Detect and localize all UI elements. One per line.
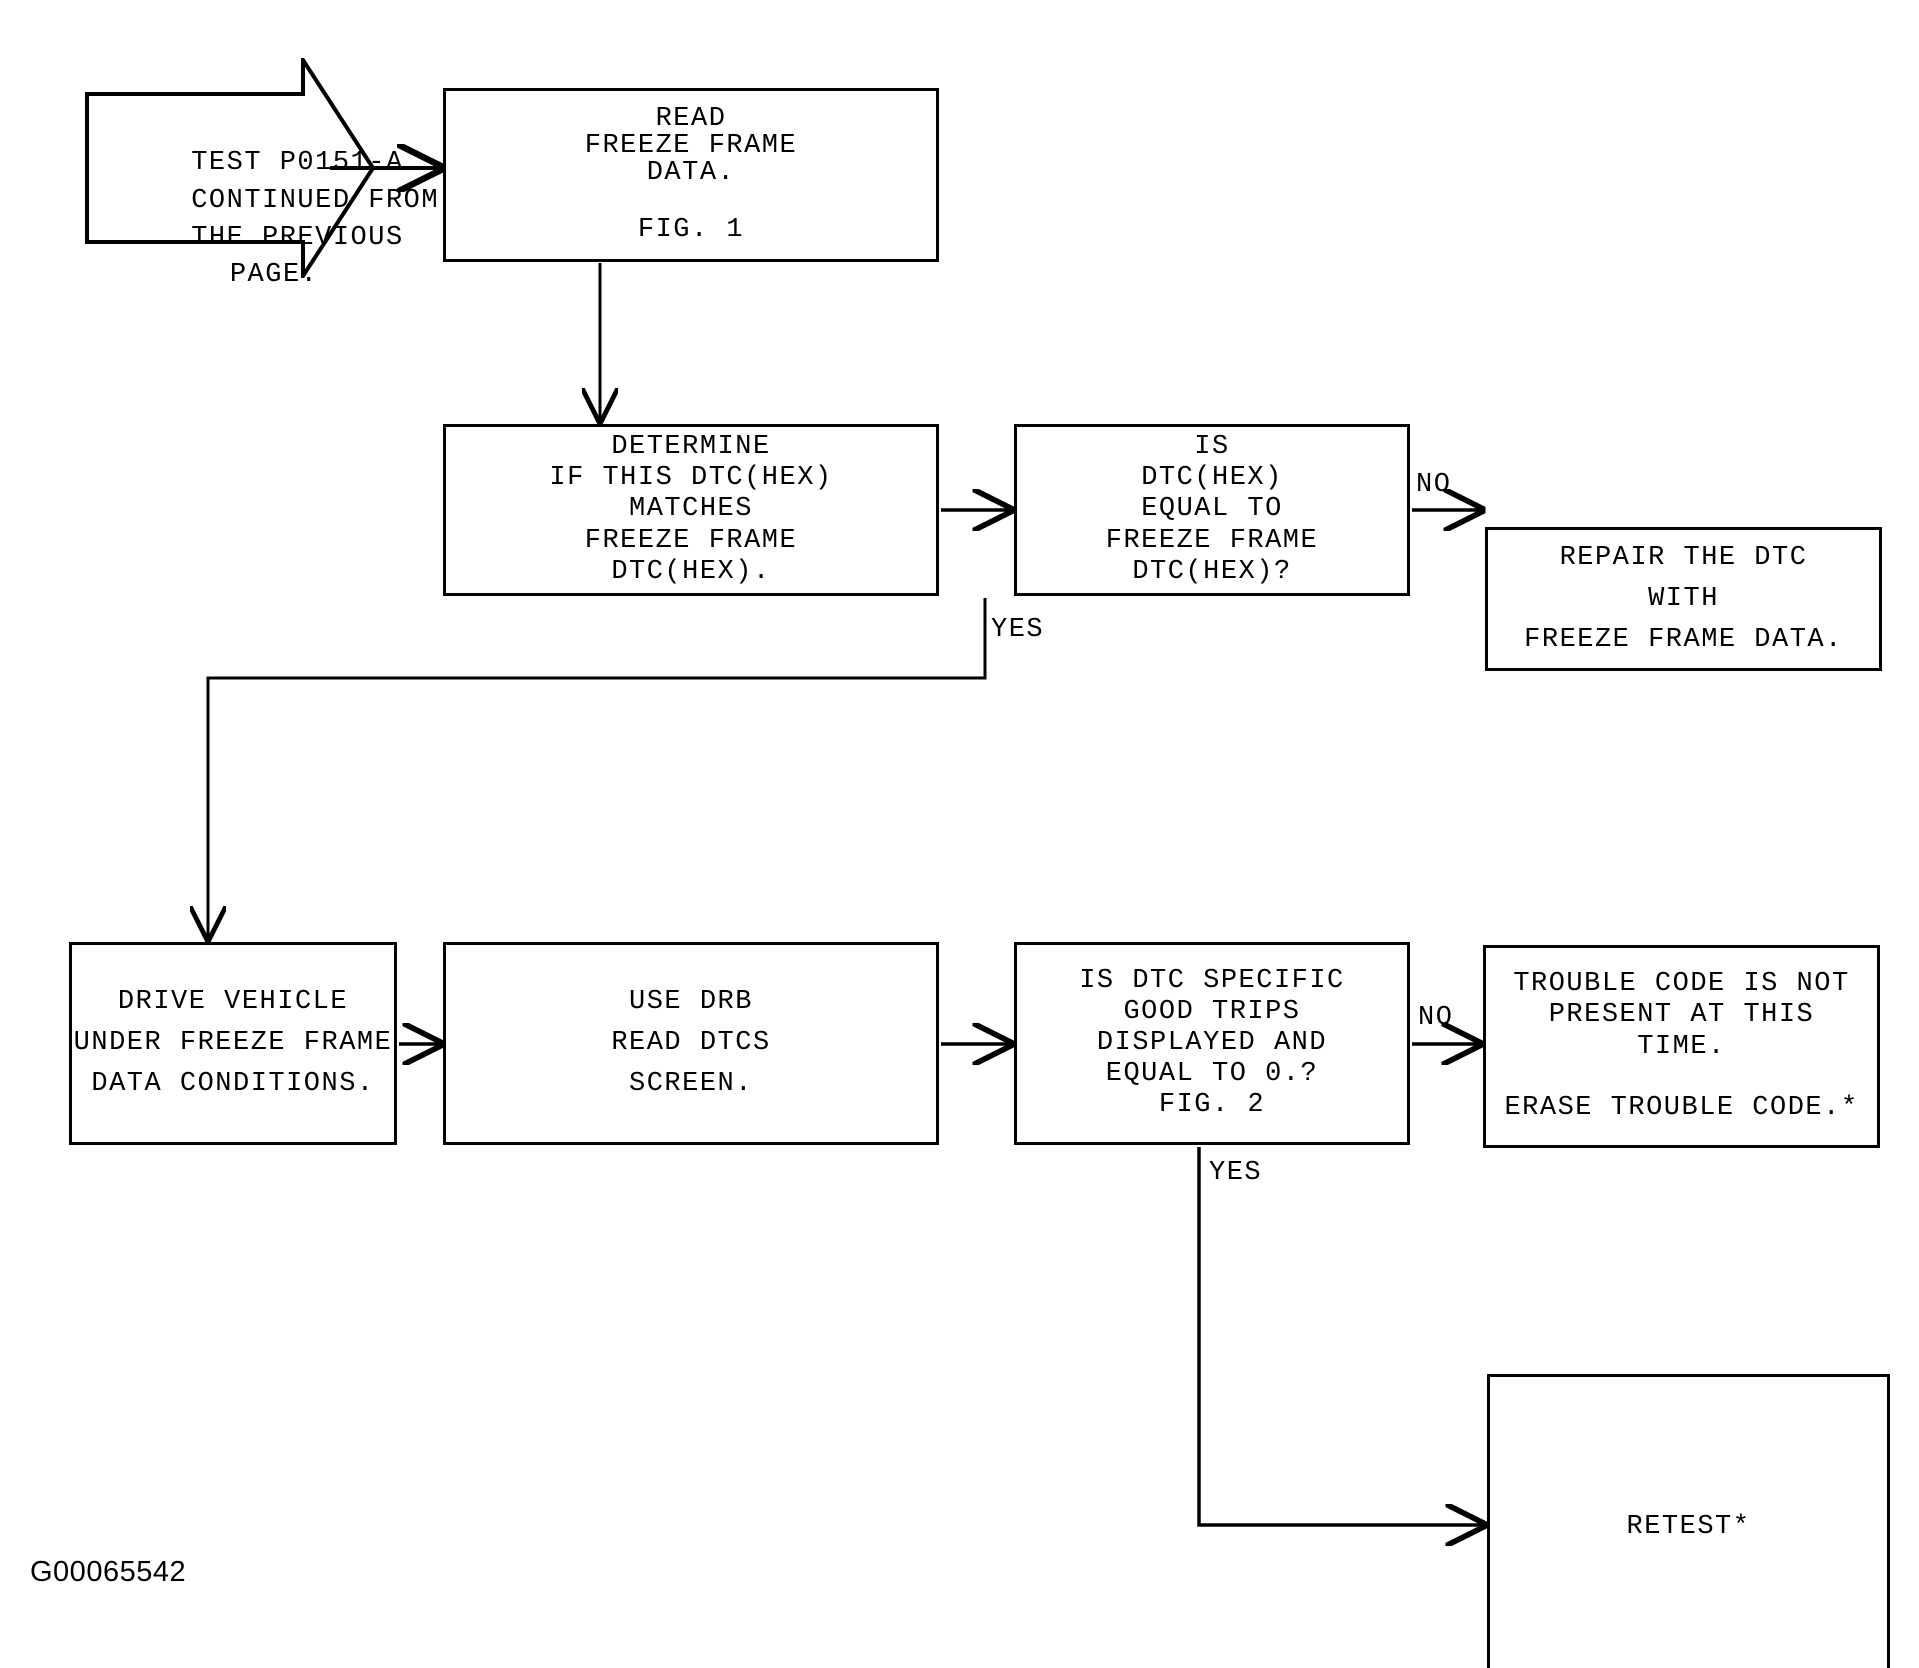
- node-text-line: IS: [1194, 432, 1230, 463]
- node-drive-vehicle-under-freeze-frame[interactable]: DRIVE VEHICLE UNDER FREEZE FRAME DATA CO…: [69, 942, 397, 1145]
- node-text-line: IS DTC SPECIFIC: [1079, 965, 1345, 996]
- edge-label-yes-lower: YES: [1209, 1158, 1263, 1188]
- figure-id-label: G00065542: [30, 1556, 187, 1588]
- node-trouble-code-not-present[interactable]: TROUBLE CODE IS NOT PRESENT AT THIS TIME…: [1483, 945, 1880, 1148]
- node-is-dtc-equal-to-freeze-frame[interactable]: IS DTC(HEX) EQUAL TO FREEZE FRAME DTC(HE…: [1014, 424, 1410, 596]
- node-text-line: REPAIR THE DTC: [1559, 542, 1808, 573]
- node-text-line: GOOD TRIPS: [1123, 996, 1301, 1027]
- node-continued-from-previous-page[interactable]: TEST P0151-A CONTINUED FROM THE PREVIOUS…: [85, 58, 438, 290]
- node-text-line: PRESENT AT THIS: [1548, 1000, 1815, 1031]
- node-text-line: FREEZE FRAME DATA.: [1524, 624, 1843, 655]
- node-text-line: RETEST*: [1626, 1512, 1751, 1542]
- node-text-line: EQUAL TO: [1141, 494, 1283, 525]
- node-text-line: UNDER FREEZE FRAME: [73, 1028, 393, 1058]
- node-text-line: PAGE.: [229, 260, 319, 290]
- node-figure-reference: FIG. 2: [1158, 1090, 1266, 1121]
- node-text-line: DTC(HEX): [1141, 463, 1283, 494]
- node-text-line: USE DRB: [629, 987, 753, 1017]
- node-text-line: DRIVE VEHICLE: [117, 987, 349, 1017]
- node-text-line: DATA.: [646, 158, 736, 188]
- edge-label-no-lower: NO: [1418, 1003, 1454, 1033]
- node-use-drb-read-dtcs-screen[interactable]: USE DRB READ DTCS SCREEN.: [443, 942, 939, 1145]
- pentagon-arrow-shape: [85, 58, 375, 278]
- node-text-line: MATCHES: [629, 494, 753, 525]
- node-text-line: TEST P0151-A: [191, 148, 404, 179]
- node-read-freeze-frame-data[interactable]: READ FREEZE FRAME DATA. FIG. 1: [443, 88, 939, 262]
- node-text-line: EQUAL TO 0.?: [1105, 1059, 1319, 1090]
- node-text-line: DTC(HEX)?: [1132, 556, 1292, 587]
- node-determine-dtc-match[interactable]: DETERMINE IF THIS DTC(HEX) MATCHES FREEZ…: [443, 424, 939, 596]
- node-text-line: DATA CONDITIONS.: [91, 1069, 375, 1099]
- node-text-line: CONTINUED FROM: [191, 185, 440, 216]
- node-text-line: ERASE TROUBLE CODE.*: [1504, 1092, 1859, 1123]
- node-text-line: TROUBLE CODE IS NOT: [1513, 969, 1850, 1000]
- node-text-line: SCREEN.: [629, 1069, 753, 1099]
- node-text-line: READ: [655, 104, 727, 134]
- node-text-line: IF THIS DTC(HEX): [549, 463, 833, 494]
- node-text-line: THE PREVIOUS: [191, 222, 404, 253]
- node-retest[interactable]: RETEST*: [1487, 1374, 1890, 1668]
- node-text-line: DETERMINE: [611, 432, 771, 463]
- edge-label-yes-upper: YES: [991, 615, 1045, 645]
- node-text-line: WITH: [1648, 583, 1719, 614]
- node-text-line: FREEZE FRAME: [584, 525, 798, 556]
- node-is-dtc-specific-good-trips[interactable]: IS DTC SPECIFIC GOOD TRIPS DISPLAYED AND…: [1014, 942, 1410, 1145]
- edge-goodtrips-yes-to-retest: [1197, 1147, 1484, 1525]
- node-text-line: READ DTCS: [611, 1028, 771, 1058]
- edge-is-yes-to-drive: [208, 598, 987, 939]
- node-text-line: FREEZE FRAME: [1105, 525, 1319, 556]
- node-text-line: DTC(HEX).: [611, 556, 771, 587]
- node-figure-reference: FIG. 1: [637, 215, 745, 245]
- node-text-line: DISPLAYED AND: [1096, 1027, 1328, 1058]
- edge-label-no-upper: NO: [1416, 470, 1452, 500]
- node-repair-the-dtc[interactable]: REPAIR THE DTC WITH FREEZE FRAME DATA.: [1485, 527, 1882, 671]
- node-text-line: FREEZE FRAME: [584, 131, 798, 161]
- node-text-line: TIME.: [1637, 1031, 1726, 1062]
